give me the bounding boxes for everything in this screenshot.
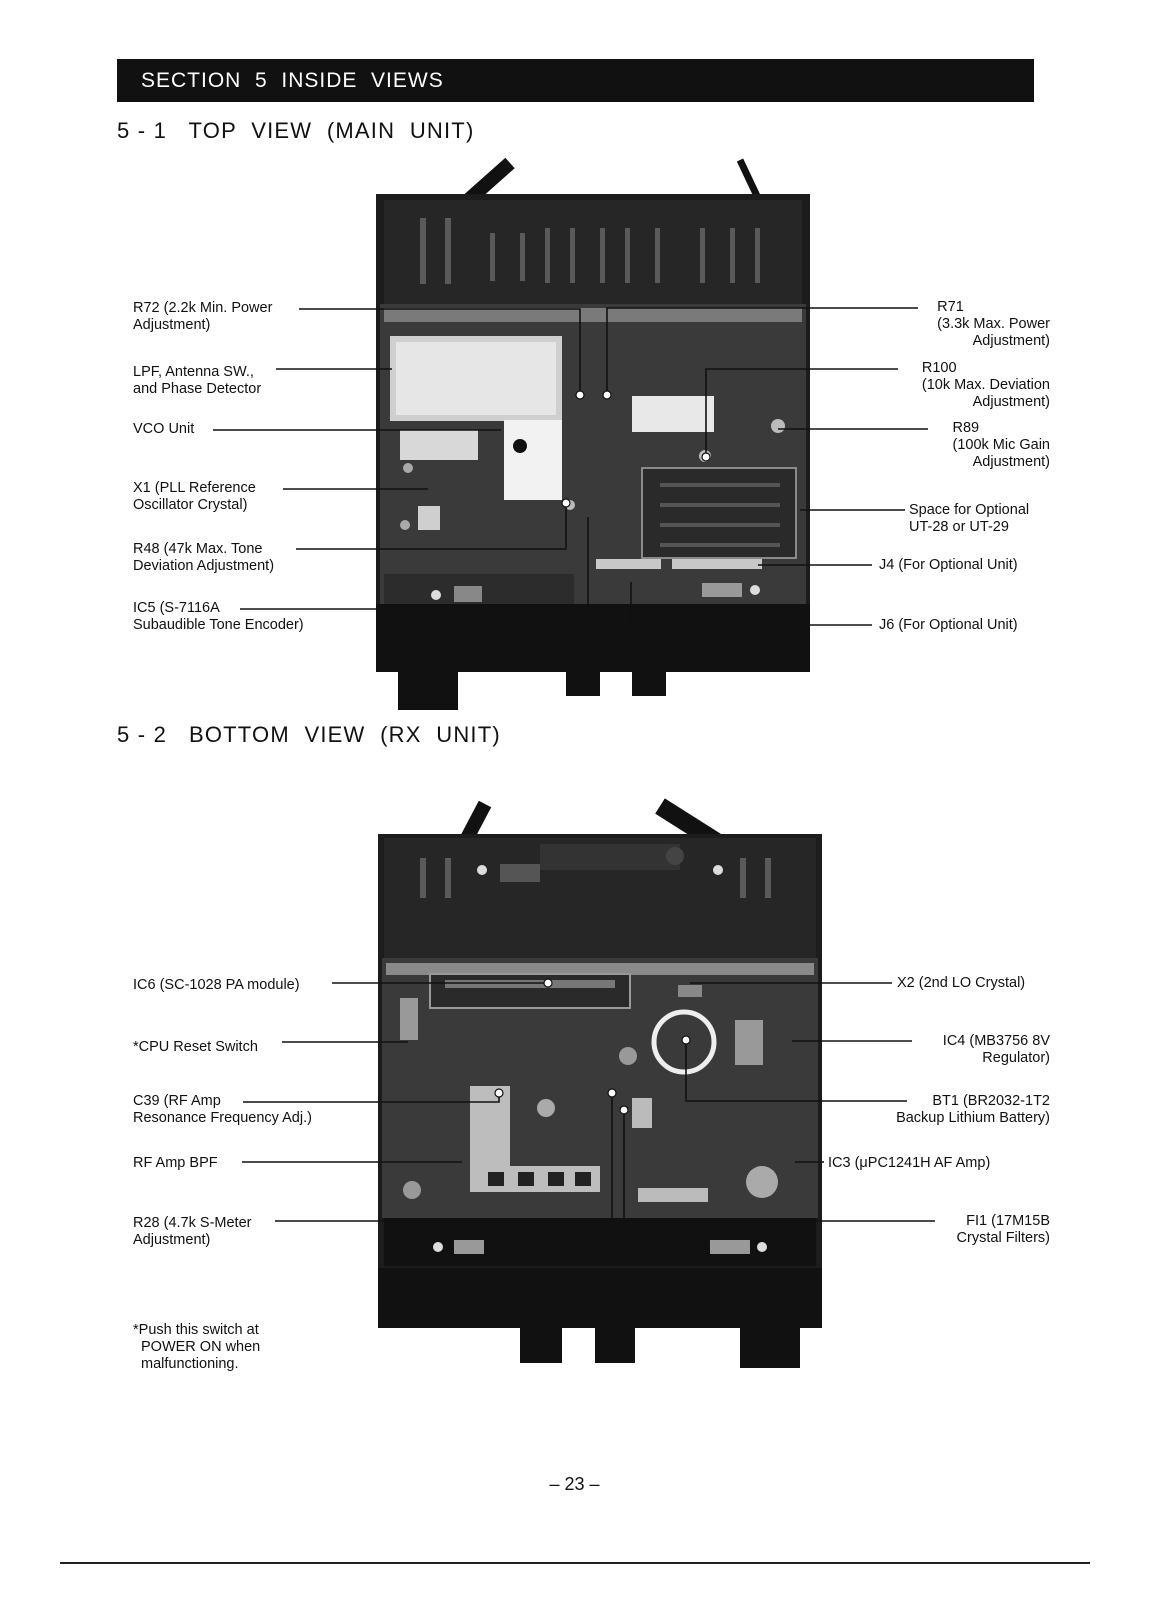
label-ic3: IC3 (μPC1241H AF Amp)	[828, 1155, 991, 1171]
label-r28: R28 (4.7k S-Meter Adjustment)	[133, 1215, 252, 1248]
label-cpu-reset: *CPU Reset Switch	[133, 1039, 258, 1055]
label-ic6: IC6 (SC-1028 PA module)	[133, 977, 300, 993]
label-fi1: FI1 (17M15B Crystal Filters)	[956, 1213, 1050, 1246]
bottom-view-photo	[378, 798, 822, 1368]
bottom-view-title: 5 - 2 BOTTOM VIEW (RX UNIT)	[117, 722, 501, 747]
label-c39: C39 (RF Amp Resonance Frequency Adj.)	[133, 1093, 312, 1126]
label-r100: R100 (10k Max. Deviation Adjustment)	[921, 360, 1050, 410]
section-header: SECTION 5 INSIDE VIEWS	[117, 59, 1034, 102]
footer-rule	[60, 1562, 1090, 1564]
label-bt1: BT1 (BR2032-1T2 Backup Lithium Battery)	[896, 1093, 1050, 1126]
label-ut: Space for Optional UT-28 or UT-29	[909, 502, 1030, 535]
label-ic5: IC5 (S-7116A Subaudible Tone Encoder)	[133, 600, 304, 633]
label-j6: J6 (For Optional Unit)	[879, 617, 1018, 633]
top-view-photo	[376, 158, 810, 710]
top-view-title: 5 - 1 TOP VIEW (MAIN UNIT)	[117, 118, 475, 143]
page-number: – 23 –	[549, 1474, 600, 1494]
label-ic4: IC4 (MB3756 8V Regulator)	[942, 1033, 1050, 1066]
label-r72: R72 (2.2k Min. Power Adjustment)	[133, 300, 273, 333]
label-r48: R48 (47k Max. Tone Deviation Adjustment)	[133, 541, 275, 574]
label-x1: X1 (PLL Reference Oscillator Crystal)	[133, 480, 256, 513]
label-vco: VCO Unit	[133, 421, 195, 437]
reset-switch-note: *Push this switch at POWER ON when malfu…	[133, 1322, 261, 1372]
label-rf-amp-bpf: RF Amp BPF	[133, 1155, 218, 1171]
label-j4: J4 (For Optional Unit)	[879, 557, 1018, 573]
label-r89: R89 (100k Mic Gain Adjustment)	[952, 420, 1050, 470]
label-lpf: LPF, Antenna SW., and Phase Detector	[133, 364, 262, 397]
label-r71: R71 (3.3k Max. Power Adjustment)	[937, 299, 1050, 349]
label-x2: X2 (2nd LO Crystal)	[897, 975, 1026, 991]
